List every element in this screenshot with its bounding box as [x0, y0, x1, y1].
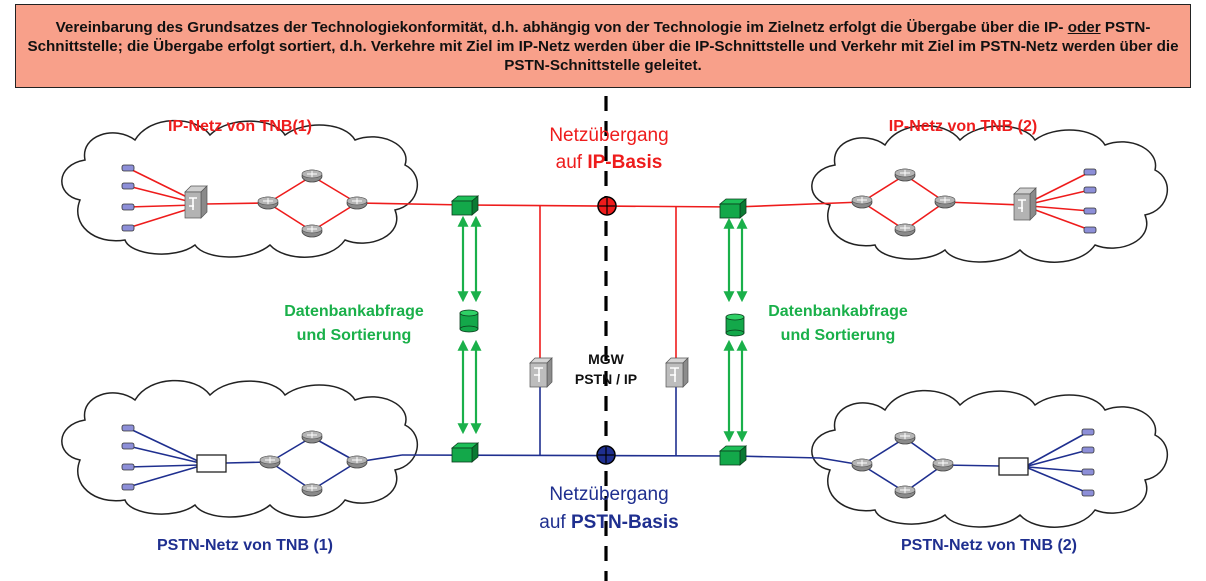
ip-net-1-links [127, 167, 467, 232]
cloud-pstn-tnb1 [61, 379, 419, 518]
ip-gateway-icon [184, 185, 208, 219]
router-icon [894, 431, 916, 445]
mgw-icon [529, 357, 553, 388]
ip-net-1-label: IP-Netz von TNB(1) [168, 118, 312, 135]
pstn-switch-icon [196, 454, 227, 473]
principle-banner: Vereinbarung des Grundsatzes der Technol… [15, 4, 1191, 88]
db-left-label-line2: und Sortierung [297, 327, 412, 344]
router-icon [851, 195, 873, 209]
phone-icon [1081, 489, 1095, 497]
phone-icon [121, 463, 135, 471]
database-icon [725, 313, 745, 337]
pstn-transition-label-line1: Netzübergang [549, 484, 668, 505]
phone-icon [1081, 446, 1095, 454]
cloud-pstn-tnb2 [811, 389, 1169, 528]
phone-icon [1081, 468, 1095, 476]
router-icon [894, 485, 916, 499]
router-icon [851, 458, 873, 472]
phone-icon [1083, 168, 1097, 176]
ip-gateway-icon [1013, 187, 1037, 221]
phone-icon [1083, 186, 1097, 194]
router-icon [346, 196, 368, 210]
db-query-arrows [457, 215, 748, 443]
phone-icon [121, 182, 135, 190]
phone-icon [121, 164, 135, 172]
phone-icon [121, 442, 135, 450]
mgw-label-line1: MGW [588, 351, 625, 367]
phone-icon [1083, 207, 1097, 215]
database-icon [459, 309, 479, 333]
router-icon [346, 455, 368, 469]
pstn-transition-point [596, 445, 616, 465]
pstn-net-1-label: PSTN-Netz von TNB (1) [157, 537, 333, 554]
router-icon [301, 430, 323, 444]
phone-icon [121, 483, 135, 491]
pstn-transition-label-line2: auf PSTN-Basis [539, 512, 678, 533]
db-left-label-line1: Datenbankabfrage [284, 303, 424, 320]
mgw-icon [665, 357, 689, 388]
router-icon [301, 224, 323, 238]
phone-icon [1083, 226, 1097, 234]
router-icon [934, 195, 956, 209]
ip-transition-label-line1: Netzübergang [549, 125, 668, 146]
pstn-switch-icon [998, 457, 1029, 476]
phone-icon [1081, 428, 1095, 436]
db-right-label-line1: Datenbankabfrage [768, 303, 908, 320]
ip-border-node-icon [719, 198, 747, 219]
pstn-net-2-label: PSTN-Netz von TNB (2) [901, 537, 1077, 554]
router-icon [301, 169, 323, 183]
banner-text-part2: PSTN-Schnittstelle; die Übergabe erfolgt… [27, 18, 1179, 74]
ip-transition-point [597, 196, 617, 216]
router-icon [932, 458, 954, 472]
router-icon [894, 223, 916, 237]
ip-interconnect-lines [465, 204, 736, 372]
phone-icon [121, 424, 135, 432]
router-icon [259, 455, 281, 469]
router-icon [894, 168, 916, 182]
pstn-border-node-icon [719, 445, 747, 466]
ip-transition-label-line2: auf IP-Basis [556, 152, 663, 173]
pstn-border-node-icon [451, 442, 479, 463]
db-right-label-line2: und Sortierung [781, 327, 896, 344]
phone-icon [121, 203, 135, 211]
router-icon [301, 483, 323, 497]
cloud-ip-tnb1 [61, 119, 419, 258]
banner-text-underlined: oder [1067, 18, 1101, 36]
ip-net-2-label: IP-Netz von TNB (2) [889, 118, 1037, 135]
banner-text-part1: Vereinbarung des Grundsatzes der Technol… [55, 18, 1064, 36]
phone-icon [121, 224, 135, 232]
cloud-ip-tnb2 [811, 124, 1169, 263]
router-icon [257, 196, 279, 210]
ip-border-node-icon [451, 195, 479, 216]
mgw-label-line2: PSTN / IP [575, 371, 637, 387]
